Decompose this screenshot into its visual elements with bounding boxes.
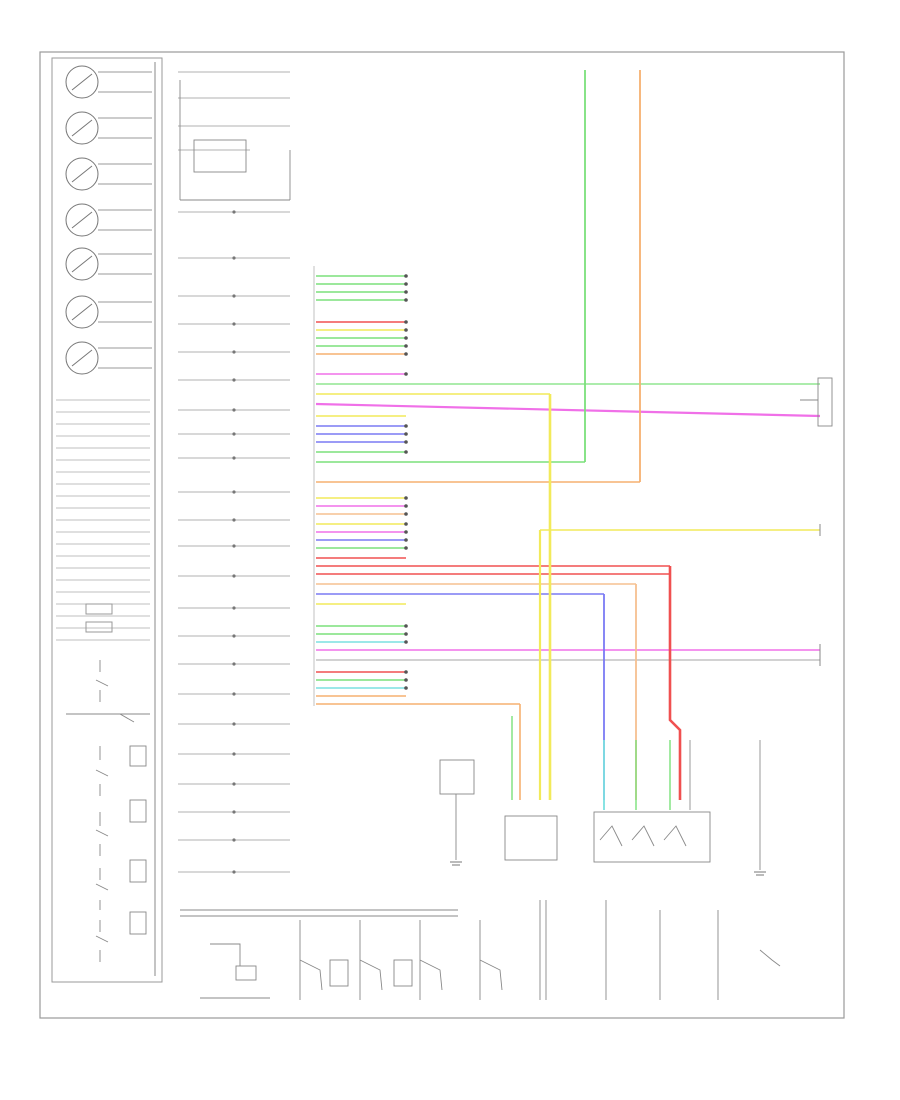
diagram-frame [39, 51, 845, 1019]
ground-symbols [450, 861, 766, 876]
fuel-sender-box [504, 815, 558, 861]
top-fuse-box [179, 80, 291, 201]
right-junction [800, 377, 833, 427]
gauges [65, 65, 152, 375]
gauge-2 [65, 111, 152, 145]
vertical-runs [511, 70, 820, 850]
wire-terminals [404, 274, 408, 690]
gauge-5 [65, 247, 152, 281]
center-column-terminals [232, 210, 236, 874]
gauge-4 [65, 203, 152, 237]
gauge-7 [65, 341, 152, 375]
cluster-left-lines [56, 399, 150, 641]
bottom-switch-bank [180, 900, 781, 1000]
instrument-cluster-box [51, 57, 163, 983]
gauge-3 [65, 157, 152, 191]
cluster-indicator-lamp-2 [85, 621, 113, 633]
dimmer-switch-box [593, 811, 711, 863]
center-label-column [178, 71, 290, 873]
gauge-1 [65, 65, 152, 99]
wire-bundle [315, 275, 821, 705]
cluster-switches [66, 660, 150, 962]
gauge-6 [65, 295, 152, 329]
cluster-indicator-lamp [85, 603, 113, 615]
lower-modules [439, 759, 761, 870]
